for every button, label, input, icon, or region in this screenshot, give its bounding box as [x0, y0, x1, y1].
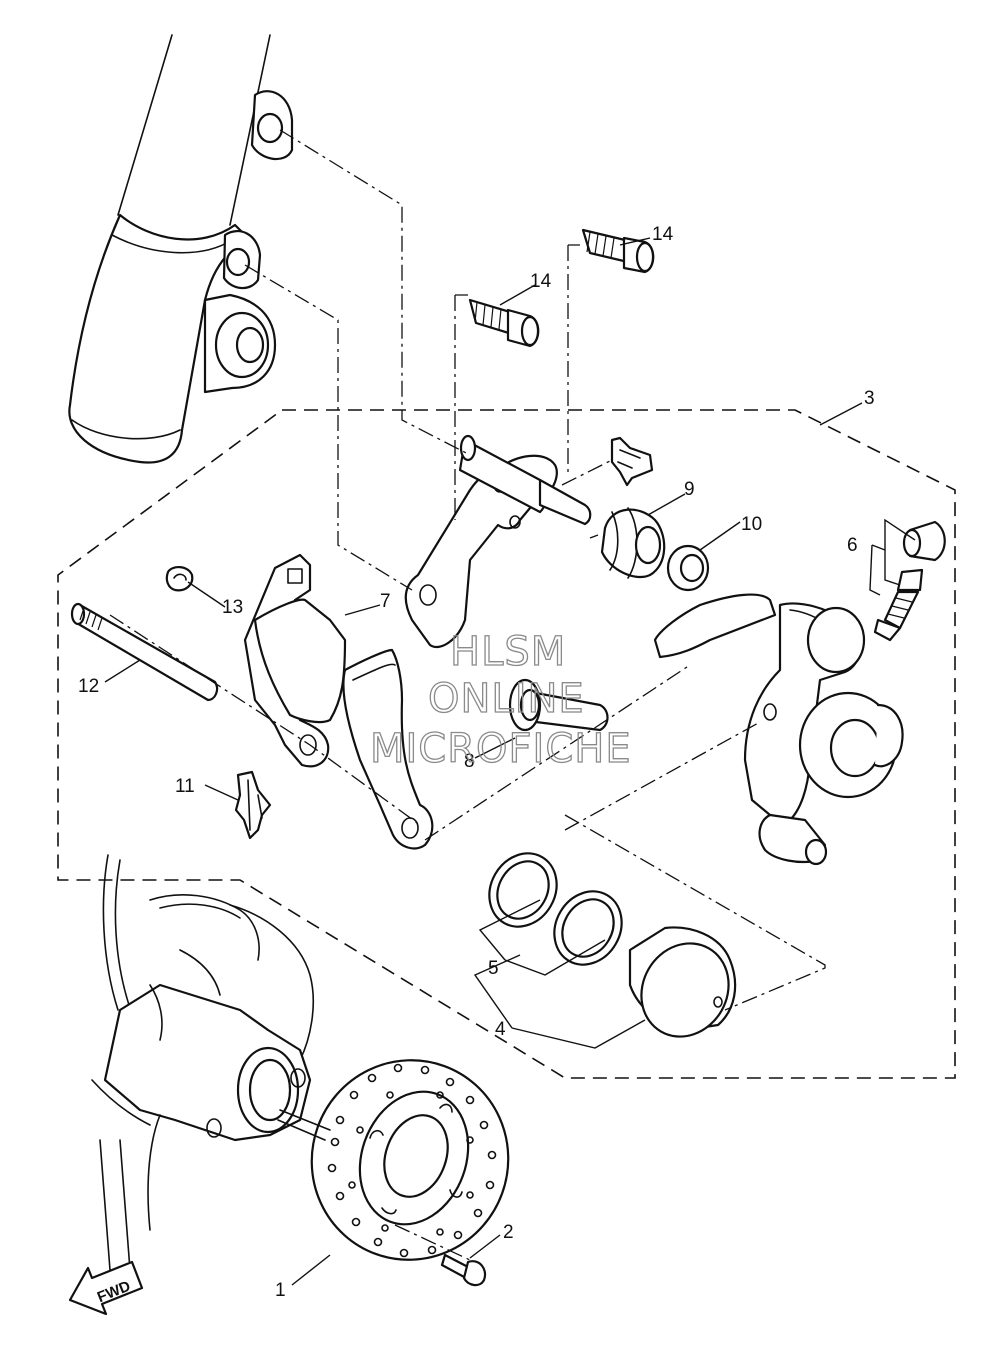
fwd-arrow: FWD	[68, 1260, 144, 1316]
watermark-line3: MICROFICHE	[370, 726, 632, 772]
watermark-line2: ONLINE	[428, 676, 585, 722]
ring-13	[165, 566, 194, 592]
bolt-14-lower	[468, 298, 540, 348]
watermark-line1: HLSM	[450, 629, 566, 675]
brake-pad-right	[342, 648, 434, 850]
disc-bolt-2	[440, 1253, 487, 1287]
boot-10	[666, 544, 710, 592]
callout-11: 11	[175, 776, 195, 797]
brake-pad-left	[243, 553, 347, 768]
callout-6: 6	[847, 535, 858, 556]
boot-9	[600, 507, 666, 579]
callout-7: 7	[380, 591, 391, 612]
bolt-14-upper	[581, 228, 655, 274]
callout-9: 9	[684, 479, 695, 500]
leader-lines	[104, 237, 916, 1286]
callout-10: 10	[741, 514, 762, 535]
wheel-hub	[91, 854, 331, 1271]
pad-pin-12	[70, 602, 219, 702]
caliper-assembly-boundary	[57, 409, 956, 1079]
callout-5: 5	[488, 958, 499, 979]
callout-12: 12	[78, 676, 99, 697]
caliper-body	[653, 593, 904, 866]
callout-3: 3	[864, 388, 875, 409]
seal-5a	[488, 852, 558, 928]
callout-4: 4	[495, 1019, 506, 1040]
slide-pin-8	[508, 678, 609, 732]
seal-5b	[553, 890, 623, 966]
bleed-screw-6	[873, 520, 946, 642]
callout-1: 1	[275, 1280, 286, 1301]
caliper-bracket	[404, 434, 592, 648]
pad-clip	[610, 436, 654, 487]
callout-14-upper: 14	[652, 224, 674, 245]
callout-14-lower: 14	[530, 271, 552, 292]
brake-disc	[310, 1059, 510, 1261]
piston-4	[628, 926, 737, 1038]
callout-13: 13	[222, 597, 243, 618]
watermark: HLSM ONLINE MICROFICHE	[369, 628, 632, 772]
clip-11	[234, 770, 272, 840]
callout-labels: 14 14 3 9 10 6 7 13 12 8 11 5 4 2 1	[78, 224, 875, 1301]
front-fork	[68, 34, 294, 464]
callout-8: 8	[464, 751, 475, 772]
centerlines	[109, 129, 826, 1261]
callout-2: 2	[503, 1222, 514, 1243]
